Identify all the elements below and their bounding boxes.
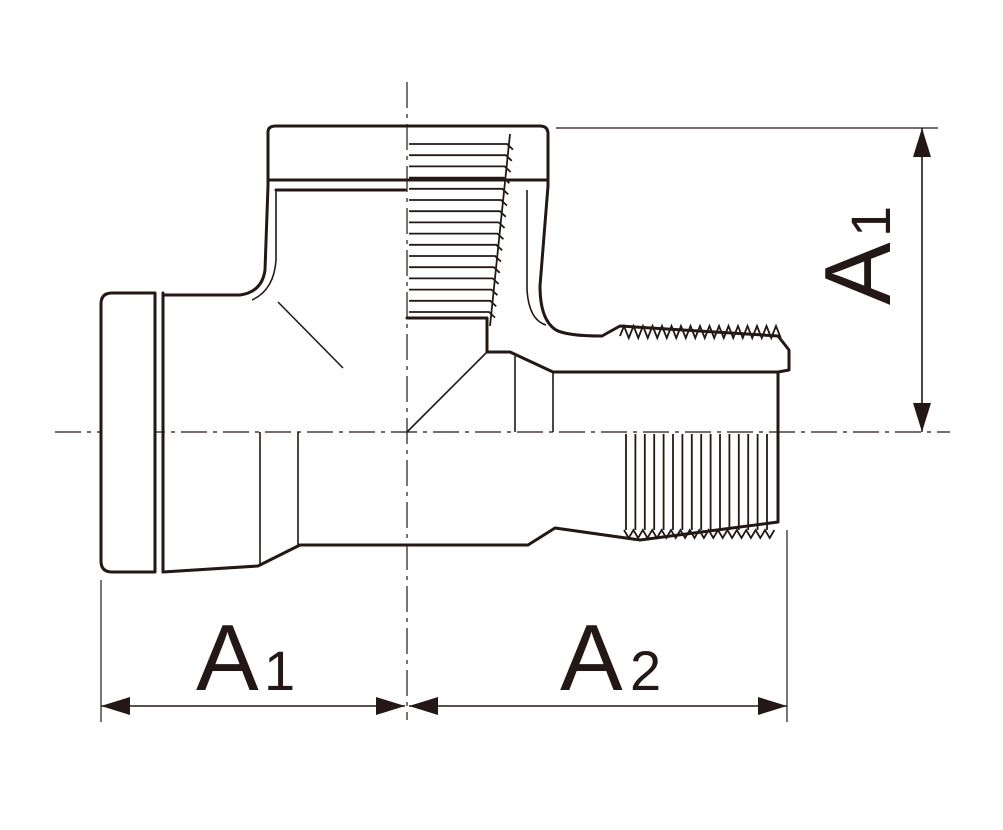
fitting-body: [99, 124, 791, 574]
male-thread-crest: [619, 323, 782, 341]
female-thread-line: [409, 187, 509, 196]
label-right-index: 2: [630, 639, 661, 702]
female-thread-line: [409, 221, 506, 229]
female-thread-line: [409, 288, 499, 296]
label-vertical-letter: A: [805, 242, 910, 305]
arrow-vertical-top: [913, 128, 931, 157]
female-thread-line: [409, 266, 501, 274]
top-socket-inner-wall-left: [251, 190, 277, 301]
female-thread-line: [409, 277, 500, 285]
arrow-left-start: [101, 697, 130, 715]
female-thread-line: [409, 210, 507, 218]
label-left-letter: A: [196, 605, 259, 710]
female-thread-line: [409, 232, 505, 240]
label-right-letter: A: [560, 605, 623, 710]
female-thread-line: [409, 143, 514, 151]
female-thread-line: [409, 243, 503, 252]
extension-lines: [100, 127, 938, 722]
female-thread-root: [489, 133, 511, 327]
dimension-labels: A 1 A 2 A 1: [196, 206, 910, 710]
female-thread-line: [409, 176, 511, 184]
label-left-index: 1: [264, 639, 295, 702]
female-thread: [409, 133, 514, 327]
female-thread-line: [409, 299, 497, 308]
left-end-cap: [99, 291, 157, 574]
female-thread-line: [409, 311, 496, 319]
label-vertical-index: 1: [839, 206, 902, 237]
hatch-line: [277, 301, 344, 369]
male-thread-outer: [619, 323, 782, 341]
female-thread-line: [409, 154, 513, 162]
female-thread-line: [409, 165, 512, 173]
arrow-left-end: [376, 697, 405, 715]
male-thread-root: [623, 528, 776, 540]
male-thread-section: [623, 434, 776, 540]
female-thread-line: [409, 199, 508, 207]
arrow-vertical-bottom: [913, 403, 931, 432]
label-vertical: A 1: [805, 206, 910, 305]
body-outline: [161, 124, 791, 574]
arrow-right-start: [409, 697, 438, 715]
lower-bore-step: [259, 432, 299, 566]
center-lines: [55, 82, 950, 720]
bore-intersection-line: [406, 351, 488, 433]
female-thread-line: [409, 255, 502, 263]
branch-bore: [405, 316, 780, 374]
arrow-right-end: [758, 697, 787, 715]
dimension-lines: [101, 128, 931, 715]
top-socket-inner-wall-right: [526, 190, 547, 326]
